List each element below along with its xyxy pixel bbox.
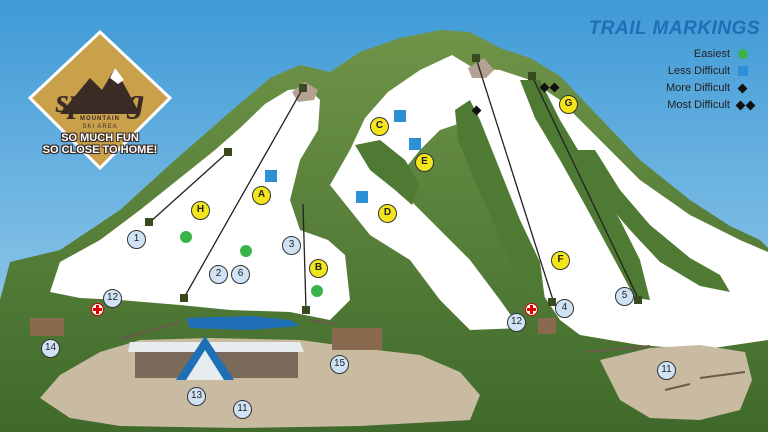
logo-line2: SKI AREA (82, 124, 118, 130)
logo-tagline: SO MUCH FUN SO CLOSE TO HOME! (20, 132, 180, 156)
lift-line (475, 57, 554, 301)
lift-terminal (472, 54, 480, 62)
trail-marker-h[interactable]: H (191, 201, 210, 220)
lodge-a-frame-inner (186, 350, 224, 380)
legend-item-most-difficult: Most Difficult (589, 97, 760, 114)
facility-marker-12[interactable]: 12 (103, 289, 122, 308)
logo-line1: MOUNTAIN (80, 116, 120, 122)
facility-marker-15[interactable]: 15 (330, 355, 349, 374)
lift-terminal (634, 296, 642, 304)
trail-marker-c[interactable]: C (370, 117, 389, 136)
lift-terminal (145, 218, 153, 226)
green-circle-icon (736, 46, 760, 63)
logo-badge (27, 29, 173, 171)
lift-terminal (548, 298, 556, 306)
easiest-symbol (240, 245, 252, 257)
cabin (332, 328, 382, 350)
trail-marker-b[interactable]: B (309, 259, 328, 278)
lift-terminal (299, 84, 307, 92)
facility-marker-11[interactable]: 11 (657, 361, 676, 380)
lift-line (302, 203, 307, 311)
legend-label: More Difficult (666, 82, 730, 94)
logo-tagline-1: SO MUCH FUN (61, 132, 139, 144)
logo-name: spring (55, 83, 145, 120)
tree-glade (455, 100, 545, 300)
legend-label: Easiest (693, 48, 730, 60)
easiest-symbol (180, 231, 192, 243)
lodge-roof (128, 342, 304, 352)
lift-terminal (224, 148, 232, 156)
easiest-symbol (311, 285, 323, 297)
base-ground (600, 345, 752, 420)
logo-tagline-2: SO CLOSE TO HOME! (42, 144, 158, 156)
black-diamond-icon (736, 80, 760, 97)
facility-marker-13[interactable]: 13 (187, 387, 206, 406)
tree-glade (575, 150, 730, 292)
lift-marker-3[interactable]: 3 (282, 236, 301, 255)
lift-terminal (180, 294, 188, 302)
trail-marker-a[interactable]: A (252, 186, 271, 205)
tree-glade (520, 80, 650, 300)
lift-marker-2[interactable]: 2 (209, 265, 228, 284)
legend-title: TRAIL MARKINGS (588, 18, 760, 39)
lift-marker-6[interactable]: 6 (231, 265, 250, 284)
blue-square-icon (736, 63, 760, 80)
facility-marker-12[interactable]: 12 (507, 313, 526, 332)
trail-marker-f[interactable]: F (551, 251, 570, 270)
trail-marker-g[interactable]: G (559, 95, 578, 114)
lift-line (531, 75, 639, 299)
legend-item-more-difficult: More Difficult (589, 80, 760, 97)
trail-marker-e[interactable]: E (415, 153, 434, 172)
legend-label: Less Difficult (667, 65, 730, 77)
lift-marker-1[interactable]: 1 (127, 230, 146, 249)
facility-marker-11[interactable]: 11 (233, 400, 252, 419)
legend-label: Most Difficult (667, 99, 730, 111)
first-aid-icon (91, 303, 104, 316)
lift-marker-5[interactable]: 5 (615, 287, 634, 306)
less-difficult-symbol (394, 110, 406, 122)
legend-item-less-difficult: Less Difficult (589, 63, 760, 80)
less-difficult-symbol (265, 170, 277, 182)
lift-line (149, 151, 229, 223)
lift-terminal (528, 72, 536, 80)
cabin (538, 318, 556, 334)
rock (468, 58, 494, 78)
double-black-diamond-icon (735, 97, 760, 114)
lift-marker-4[interactable]: 4 (555, 299, 574, 318)
fence (584, 345, 746, 391)
pond (186, 316, 300, 330)
tree-glade (355, 140, 420, 205)
facility-marker-14[interactable]: 14 (41, 339, 60, 358)
trail-markings-legend: TRAIL MARKINGS Easiest Less Difficult Mo… (589, 18, 760, 114)
lift-terminal (302, 306, 310, 314)
less-difficult-symbol (356, 191, 368, 203)
trail-marker-d[interactable]: D (378, 204, 397, 223)
spring-mountain-logo: spring MOUNTAIN SKI AREA SO MUCH FUN SO … (20, 28, 180, 178)
fence (117, 319, 339, 341)
cabin (30, 318, 64, 336)
legend-item-easiest: Easiest (589, 46, 760, 63)
first-aid-icon (525, 303, 538, 316)
less-difficult-symbol (409, 138, 421, 150)
lift-line (184, 87, 304, 297)
